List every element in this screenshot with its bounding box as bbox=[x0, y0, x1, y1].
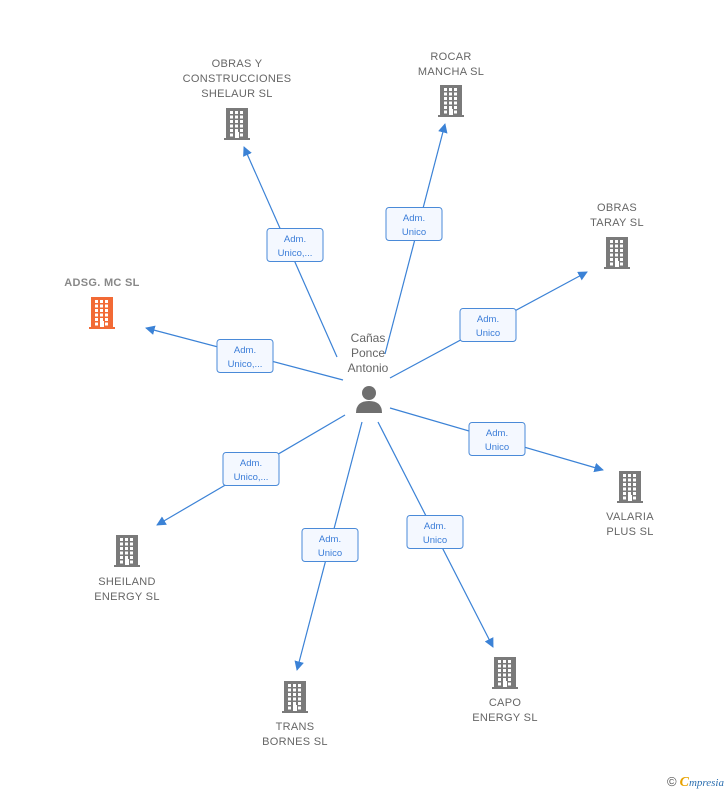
company-node-valaria-plus[interactable]: VALARIA PLUS SL bbox=[606, 471, 654, 538]
person-name-line-1: Cañas bbox=[351, 331, 386, 345]
company-node-obras-taray[interactable]: OBRAS TARAY SL bbox=[590, 202, 644, 269]
edge-label-obras-y-construcciones-shelaur[interactable]: Adm. Unico,... bbox=[266, 228, 324, 262]
building-icon bbox=[604, 237, 630, 269]
company-label-line-1: OBRAS bbox=[597, 202, 637, 214]
building-icon bbox=[492, 657, 518, 689]
company-label-line-2: BORNES SL bbox=[262, 736, 328, 748]
edge-label-adsg-mc[interactable]: Adm. Unico,... bbox=[216, 339, 274, 373]
company-label-line-2: MANCHA SL bbox=[418, 66, 484, 78]
company-label-line-1: CAPO bbox=[489, 697, 522, 709]
company-label-line-2: PLUS SL bbox=[606, 526, 653, 538]
person-icon bbox=[356, 386, 382, 413]
person-name-line-3: Antonio bbox=[348, 361, 389, 375]
company-node-capo-energy[interactable]: CAPO ENERGY SL bbox=[472, 657, 537, 724]
brand-name: mpresia bbox=[688, 777, 724, 789]
edge-role-line-2: Unico bbox=[423, 535, 447, 546]
person-name-line-2: Ponce bbox=[351, 346, 385, 360]
building-icon bbox=[224, 108, 250, 140]
edge-role-line-1: Adm. bbox=[477, 314, 499, 325]
company-label-line-1: ADSG. MC SL bbox=[64, 277, 139, 289]
company-label-line-1: ROCAR bbox=[430, 51, 471, 63]
edge-role-line-1: Adm. bbox=[240, 458, 262, 469]
building-icon bbox=[89, 297, 115, 329]
company-label-line-2: ENERGY SL bbox=[472, 712, 537, 724]
brand-initial: C bbox=[679, 775, 689, 790]
company-node-obras-y-construcciones-shelaur[interactable]: OBRAS Y CONSTRUCCIONES SHELAUR SL bbox=[183, 58, 292, 140]
edge-label-capo-energy[interactable]: Adm. Unico bbox=[406, 515, 464, 549]
company-node-rocar-mancha[interactable]: ROCAR MANCHA SL bbox=[418, 51, 484, 117]
copyright-symbol: © bbox=[667, 774, 677, 789]
company-label-line-1: VALARIA bbox=[606, 511, 654, 523]
edge-role-line-1: Adm. bbox=[234, 345, 256, 356]
edge-role-line-2: Unico bbox=[402, 227, 426, 238]
edge-role-line-1: Adm. bbox=[403, 213, 425, 224]
building-icon bbox=[617, 471, 643, 503]
edge-role-line-1: Adm. bbox=[284, 234, 306, 245]
edge-label-trans-bornes[interactable]: Adm. Unico bbox=[301, 528, 359, 562]
edge-role-line-2: Unico,... bbox=[228, 359, 263, 370]
company-label-line-2: TARAY SL bbox=[590, 217, 644, 229]
company-node-trans-bornes[interactable]: TRANS BORNES SL bbox=[262, 681, 328, 748]
company-label-line-2: ENERGY SL bbox=[94, 591, 159, 603]
company-node-adsg-mc[interactable]: ADSG. MC SL bbox=[64, 277, 139, 329]
edge-role-line-1: Adm. bbox=[319, 534, 341, 545]
company-label-line-3: SHELAUR SL bbox=[201, 88, 272, 100]
company-node-sheiland-energy[interactable]: SHEILAND ENERGY SL bbox=[94, 535, 159, 603]
edge-role-line-2: Unico bbox=[318, 548, 342, 559]
edge-label-obras-taray[interactable]: Adm. Unico bbox=[459, 308, 517, 342]
edge-role-line-1: Adm. bbox=[486, 428, 508, 439]
building-icon bbox=[114, 535, 140, 567]
person-node[interactable]: Cañas Ponce Antonio bbox=[348, 331, 389, 413]
edge-role-line-2: Unico,... bbox=[278, 248, 313, 259]
building-icon bbox=[282, 681, 308, 713]
edge-role-line-2: Unico bbox=[476, 328, 500, 339]
company-label-line-2: CONSTRUCCIONES bbox=[183, 73, 292, 85]
company-label-line-1: SHEILAND bbox=[98, 576, 155, 588]
company-label-line-1: OBRAS Y bbox=[212, 58, 263, 70]
building-icon bbox=[438, 85, 464, 117]
edge-label-valaria-plus[interactable]: Adm. Unico bbox=[468, 422, 526, 456]
edge-role-line-2: Unico,... bbox=[234, 472, 269, 483]
brand-footer: ©Cmpresia bbox=[667, 774, 724, 791]
edge-label-sheiland-energy[interactable]: Adm. Unico,... bbox=[222, 452, 280, 486]
company-label-line-1: TRANS bbox=[276, 721, 315, 733]
edge-label-rocar-mancha[interactable]: Adm. Unico bbox=[385, 207, 443, 241]
edge-role-line-1: Adm. bbox=[424, 521, 446, 532]
edge-role-line-2: Unico bbox=[485, 442, 509, 453]
